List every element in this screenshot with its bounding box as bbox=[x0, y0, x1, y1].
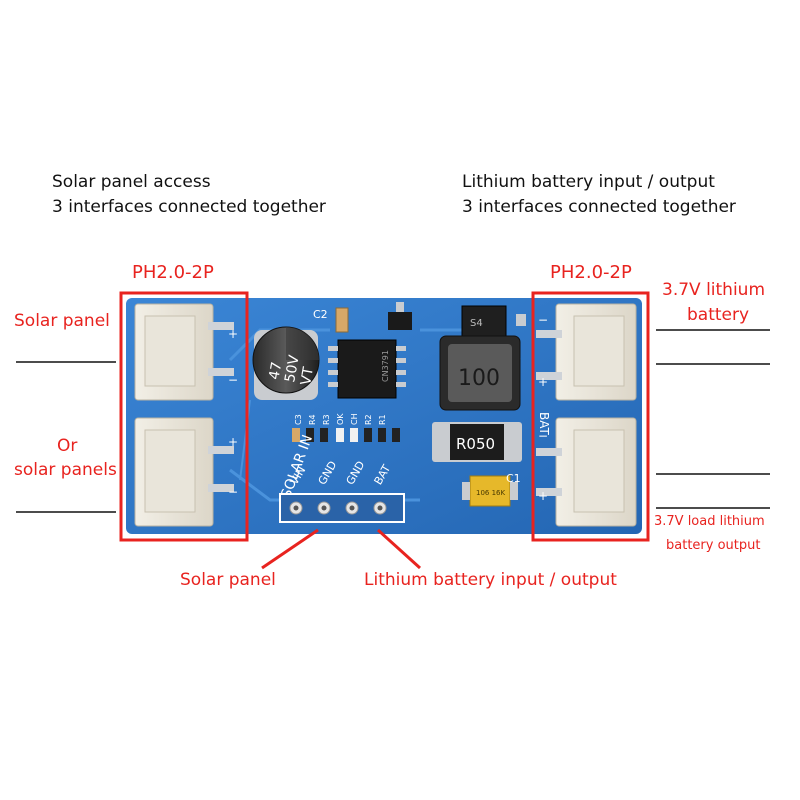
plus-mark-right-bottom: + bbox=[538, 489, 548, 503]
minus-mark-right-bottom: − bbox=[538, 429, 548, 443]
load-label-line2: battery output bbox=[666, 538, 761, 553]
pin-header[interactable] bbox=[279, 493, 405, 523]
solar-panels-label: solar panels bbox=[14, 460, 117, 480]
connector-right-label: PH2.0-2P bbox=[550, 262, 632, 283]
silk-label-3: OK bbox=[336, 413, 345, 425]
silk-label-5: R2 bbox=[364, 414, 373, 425]
silk-label-6: R1 bbox=[378, 414, 387, 425]
silk-label-4: CH bbox=[350, 413, 359, 425]
silk-c2: C2 bbox=[313, 308, 328, 321]
header-right-line1: Lithium battery input / output bbox=[462, 172, 715, 192]
transistor bbox=[388, 312, 412, 330]
pointer-battery bbox=[376, 528, 422, 570]
mosfet bbox=[461, 305, 507, 337]
cap-c2 bbox=[335, 307, 349, 333]
left-connector-bottom[interactable] bbox=[134, 417, 234, 527]
right-connector-highlight bbox=[531, 291, 650, 542]
plus-mark-left-top: + bbox=[228, 327, 238, 341]
pointer-solar bbox=[261, 528, 319, 570]
electrolytic-capacitor: 47 50V VT bbox=[252, 326, 320, 400]
bottom-battery-label: Lithium battery input / output bbox=[364, 570, 617, 590]
minus-mark-right-top: − bbox=[538, 313, 548, 327]
right-connector-bottom[interactable] bbox=[536, 417, 637, 527]
header-left-line1: Solar panel access bbox=[52, 172, 211, 192]
cap-text-1: 47 bbox=[266, 361, 285, 381]
solar-panel-top-label: Solar panel bbox=[14, 311, 110, 331]
tantalum-capacitor: 106 16K bbox=[462, 475, 518, 507]
chip-text: CN3791 bbox=[381, 350, 390, 382]
mosfet-text: S4 bbox=[470, 318, 483, 329]
silk-bat: BAT bbox=[537, 412, 551, 436]
left-connector-top[interactable] bbox=[134, 303, 234, 401]
tantalum-text: 106 16K bbox=[476, 489, 505, 497]
bottom-solar-label: Solar panel bbox=[180, 570, 276, 590]
silk-c1: C1 bbox=[506, 472, 521, 485]
inductor: 100 bbox=[439, 335, 521, 411]
right-connector-top[interactable] bbox=[536, 303, 637, 401]
header-left-line2: 3 interfaces connected together bbox=[52, 197, 326, 217]
minus-mark-left-bottom: − bbox=[228, 485, 238, 499]
sense-resistor: R050 bbox=[432, 422, 522, 462]
controller-chip: CN3791 bbox=[328, 339, 406, 399]
or-label: Or bbox=[57, 436, 78, 456]
cap-text-3: VT bbox=[298, 365, 317, 386]
silk-label-1: R4 bbox=[308, 414, 317, 425]
resistor-text: R050 bbox=[456, 435, 495, 453]
silk-label-0: C3 bbox=[294, 414, 303, 425]
silk-label-2: R3 bbox=[322, 414, 331, 425]
plus-mark-right-top: + bbox=[538, 375, 548, 389]
load-label-line1: 3.7V load lithium bbox=[654, 514, 765, 529]
small-component-labels: C3 R4 R3 OK CH R2 R1 bbox=[294, 413, 387, 425]
battery-label-line2: battery bbox=[687, 305, 750, 325]
connector-left-label: PH2.0-2P bbox=[132, 262, 214, 283]
battery-label-line1: 3.7V lithium bbox=[662, 280, 766, 300]
inductor-text: 100 bbox=[458, 366, 500, 391]
minus-mark-left-top: − bbox=[228, 373, 238, 387]
left-connector-highlight bbox=[119, 291, 249, 542]
plus-mark-left-bottom: + bbox=[228, 435, 238, 449]
cap-text-2: 50V bbox=[282, 354, 303, 384]
header-right-line2: 3 interfaces connected together bbox=[462, 197, 736, 217]
